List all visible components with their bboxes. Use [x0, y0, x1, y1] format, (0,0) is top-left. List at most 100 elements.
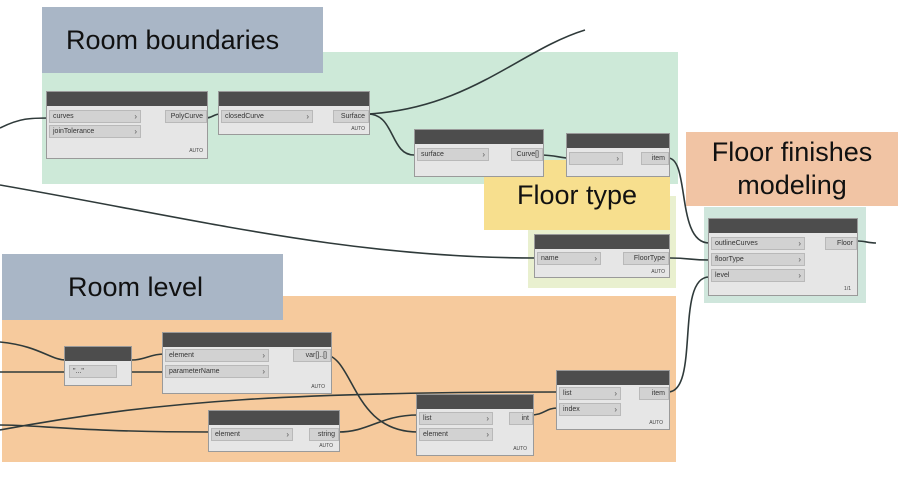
wire	[539, 154, 569, 159]
lacing-label: AUTO	[311, 384, 325, 390]
output-port[interactable]: Floor	[825, 237, 857, 250]
floor-type-node[interactable]: name› FloorType AUTO	[534, 234, 670, 278]
floor-create-node[interactable]: outlineCurves › floorType› level › Floor 1…	[708, 218, 858, 296]
node-header	[219, 92, 369, 106]
arrow-icon: ›	[798, 239, 801, 248]
input-port[interactable]: outlineCurves ›	[711, 237, 805, 250]
wire	[0, 184, 537, 259]
output-port[interactable]: int	[509, 412, 533, 425]
group-title-room-boundaries: Room boundaries	[42, 7, 323, 73]
input-port[interactable]: curves›	[49, 110, 141, 123]
output-port[interactable]: PolyCurve	[165, 110, 207, 123]
wire	[0, 341, 67, 361]
node-header	[557, 371, 669, 385]
node-header	[209, 411, 339, 425]
output-port[interactable]: FloorType	[623, 252, 669, 265]
output-port[interactable]: Curve[]	[511, 148, 543, 161]
port-label: parameterName	[169, 368, 220, 375]
wire	[667, 276, 710, 393]
arrow-icon: ›	[614, 405, 617, 414]
arrow-icon: ›	[134, 127, 137, 136]
perimeter-curves-node[interactable]: surface › Curve[]	[414, 129, 544, 177]
group-title-text: Floor type	[516, 179, 638, 210]
input-port[interactable]: element›	[165, 349, 269, 362]
arrow-icon: ›	[286, 430, 289, 439]
node-header	[535, 235, 669, 249]
port-label: curves	[53, 113, 74, 120]
arrow-icon: ›	[594, 254, 597, 263]
arrow-icon: ›	[616, 154, 619, 163]
get-item-at-index-node[interactable]: list › index › item AUTO	[556, 370, 670, 430]
input-port[interactable]: joinTolerance ›	[49, 125, 141, 138]
wire	[0, 391, 559, 431]
arrow-icon: ›	[798, 255, 801, 264]
lacing-label: AUTO	[649, 420, 663, 426]
lacing-label: AUTO	[513, 446, 527, 452]
arrow-icon: ›	[262, 367, 265, 376]
port-label: outlineCurves	[715, 240, 758, 247]
input-port[interactable]: name›	[537, 252, 601, 265]
wire	[337, 414, 419, 433]
arrow-icon: ›	[306, 112, 309, 121]
input-port[interactable]: parameterName ›	[165, 365, 269, 378]
port-label: index	[563, 406, 580, 413]
wire	[321, 353, 419, 433]
string-value[interactable]: "..."	[69, 365, 117, 378]
wire	[0, 424, 211, 433]
index-of-node[interactable]: list › element › int AUTO	[416, 394, 534, 456]
input-port[interactable]: surface ›	[417, 148, 489, 161]
get-item-node[interactable]: › item	[566, 133, 670, 177]
port-label: list	[563, 390, 572, 397]
port-label: level	[715, 272, 730, 279]
port-label: element	[215, 431, 240, 438]
node-header	[415, 130, 543, 144]
node-header	[709, 219, 857, 233]
lacing-label: 1/1	[844, 286, 851, 292]
input-port[interactable]: element ›	[419, 428, 493, 441]
input-port[interactable]: floorType›	[711, 253, 805, 266]
arrow-icon: ›	[262, 351, 265, 360]
output-port[interactable]: item	[639, 387, 669, 400]
group-title-room-level: Room level	[2, 254, 283, 320]
input-port[interactable]: list ›	[559, 387, 621, 400]
output-port[interactable]: item	[641, 152, 669, 165]
node-header	[47, 92, 207, 106]
input-port[interactable]: element ›	[211, 428, 293, 441]
lacing-label: AUTO	[189, 148, 203, 154]
arrow-icon: ›	[486, 430, 489, 439]
port-label: element	[423, 431, 448, 438]
wire	[667, 157, 710, 244]
wire	[367, 113, 415, 156]
group-title-text: Room level	[68, 271, 204, 302]
arrow-icon: ›	[798, 271, 801, 280]
arrow-icon: ›	[486, 414, 489, 423]
polycurve-node[interactable]: curves› joinTolerance › PolyCurve AUTO	[46, 91, 208, 159]
port-label: joinTolerance	[53, 128, 95, 135]
input-port[interactable]: index ›	[559, 403, 621, 416]
port-label: list	[423, 415, 432, 422]
node-header	[567, 134, 669, 148]
output-port[interactable]: var[]..[]	[293, 349, 331, 362]
patch-node[interactable]: closedCurve › Surface AUTO	[218, 91, 370, 135]
node-header	[163, 333, 331, 347]
input-port[interactable]: closedCurve ›	[221, 110, 313, 123]
get-parameter-node[interactable]: element› parameterName › var[]..[] AUTO	[162, 332, 332, 394]
input-port[interactable]: ›	[569, 152, 623, 165]
arrow-icon: ›	[482, 150, 485, 159]
wire	[669, 257, 710, 261]
output-port[interactable]: Surface	[333, 110, 369, 123]
arrow-icon: ›	[614, 389, 617, 398]
node-header	[65, 347, 131, 361]
port-label: closedCurve	[225, 113, 264, 120]
lacing-label: AUTO	[351, 126, 365, 132]
input-port[interactable]: list ›	[419, 412, 493, 425]
port-label: surface	[421, 151, 444, 158]
wire	[367, 29, 586, 115]
to-string-node[interactable]: element› string AUTO	[208, 410, 340, 452]
wire	[0, 117, 51, 129]
output-port[interactable]: string	[309, 428, 339, 441]
input-port[interactable]: level ›	[711, 269, 805, 282]
lacing-label: AUTO	[651, 269, 665, 275]
string-node[interactable]: "..."	[64, 346, 132, 386]
group-title-floor-finishes: Floor finishes modeling	[686, 132, 898, 206]
